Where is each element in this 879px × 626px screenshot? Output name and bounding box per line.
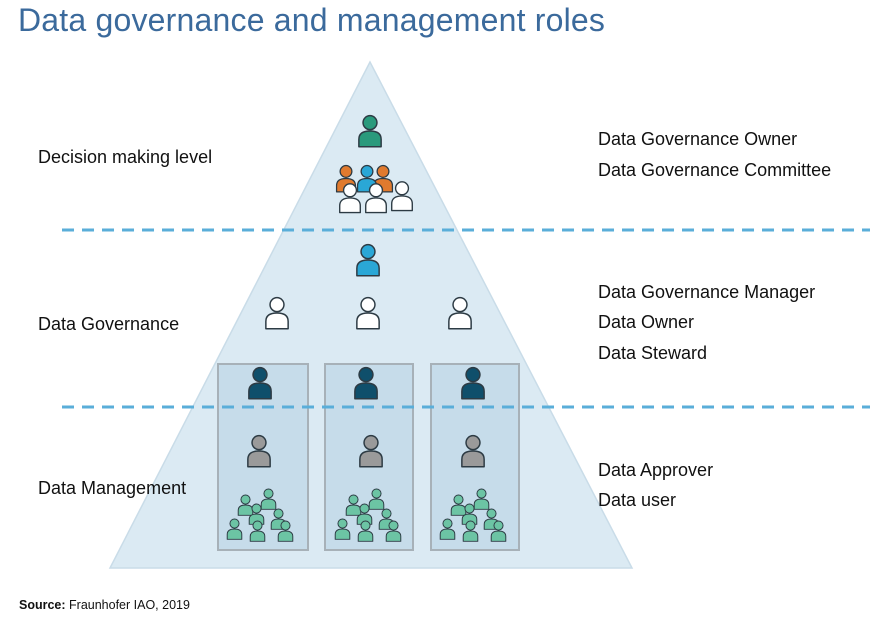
level-label-management: Data Management [38, 478, 187, 498]
page-title: Data governance and management roles [18, 2, 606, 38]
role-data-owner: Data Owner [598, 312, 695, 332]
role-governance-committee: Data Governance Committee [598, 160, 832, 180]
role-data-user: Data user [598, 490, 677, 510]
source-label: Source: [19, 598, 66, 612]
role-data-approver: Data Approver [598, 460, 714, 480]
source-note: Source: Fraunhofer IAO, 2019 [19, 598, 190, 612]
level-label-governance: Data Governance [38, 314, 180, 334]
source-text: Fraunhofer IAO, 2019 [69, 598, 190, 612]
level-label-decision: Decision making level [38, 147, 213, 167]
role-governance-owner: Data Governance Owner [598, 129, 798, 149]
role-governance-manager: Data Governance Manager [598, 282, 816, 302]
role-data-steward: Data Steward [598, 343, 708, 363]
